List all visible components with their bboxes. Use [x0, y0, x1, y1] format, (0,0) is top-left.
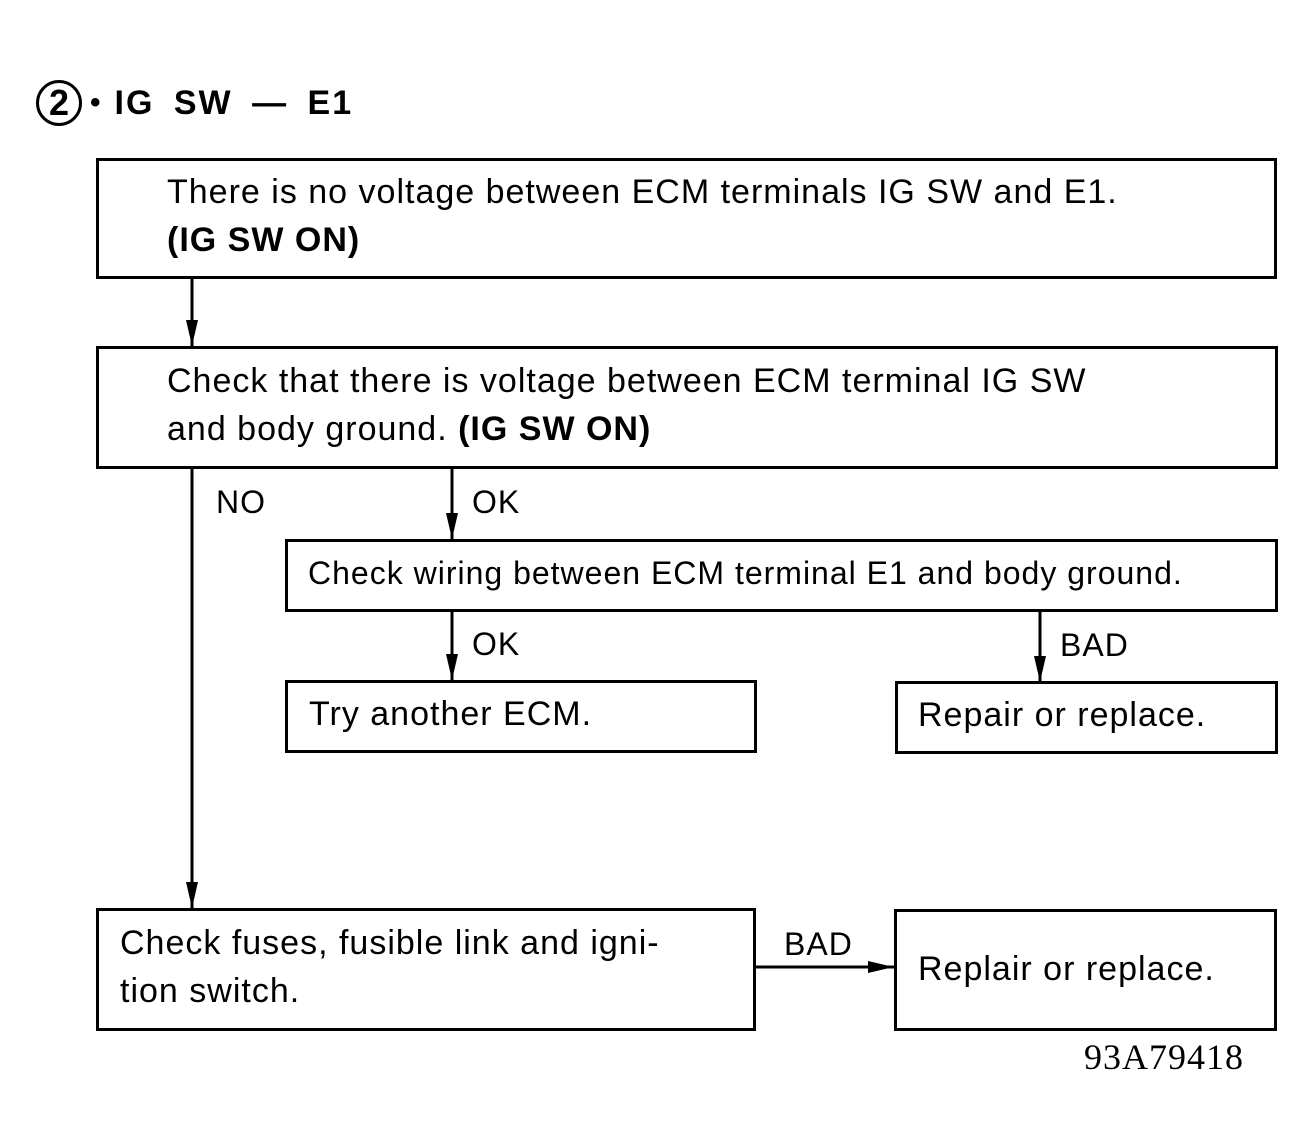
label-bad-1: BAD: [1060, 627, 1129, 663]
try-another-ecm-text: Try another ECM.: [309, 695, 593, 733]
check-wiring-line1: Check wiring between ECM terminal E1 and…: [308, 555, 1183, 591]
bullet-icon: •: [90, 86, 101, 119]
check-voltage-line1: Check that there is voltage between ECM …: [167, 362, 1087, 400]
figure-id: 93A79418: [1084, 1037, 1244, 1077]
step-title: IG SW — E1: [114, 83, 354, 122]
label-no: NO: [216, 484, 266, 520]
start-condition-box: [96, 158, 1277, 279]
check-voltage-line2-condition: (IG SW ON): [458, 410, 652, 448]
check-voltage-line2-text: and body ground.: [167, 410, 459, 448]
label-ok-1: OK: [472, 484, 521, 520]
arrowhead-3: [446, 513, 458, 539]
arrowhead-2: [186, 882, 198, 908]
start-condition-line2: (IG SW ON): [167, 221, 361, 259]
arrowhead-1: [186, 320, 198, 346]
check-wiring-box: [285, 539, 1278, 612]
label-bad-2: BAD: [784, 926, 853, 962]
start-condition-line1: There is no voltage between ECM terminal…: [167, 173, 1118, 211]
label-ok-2: OK: [472, 626, 521, 662]
repair-box-2: [894, 909, 1277, 1031]
repair-text-1: Repair or replace.: [918, 696, 1207, 734]
check-fuses-line1: Check fuses, fusible link and igni-: [120, 924, 660, 962]
arrowhead-5: [1034, 656, 1046, 682]
check-fuses-box: [96, 908, 756, 1031]
repair-box-1: [895, 681, 1278, 754]
check-voltage-box: [96, 346, 1278, 469]
check-voltage-line2: and body ground. (IG SW ON): [167, 405, 651, 453]
step-header: 2 • IG SW — E1: [36, 78, 353, 128]
arrowhead-4: [446, 654, 458, 680]
repair-text-2: Replair or replace.: [918, 950, 1215, 988]
try-another-ecm-box: [285, 680, 757, 753]
step-number-badge: 2: [36, 80, 82, 126]
arrowhead-6: [868, 961, 894, 973]
check-fuses-line2: tion switch.: [120, 972, 301, 1010]
